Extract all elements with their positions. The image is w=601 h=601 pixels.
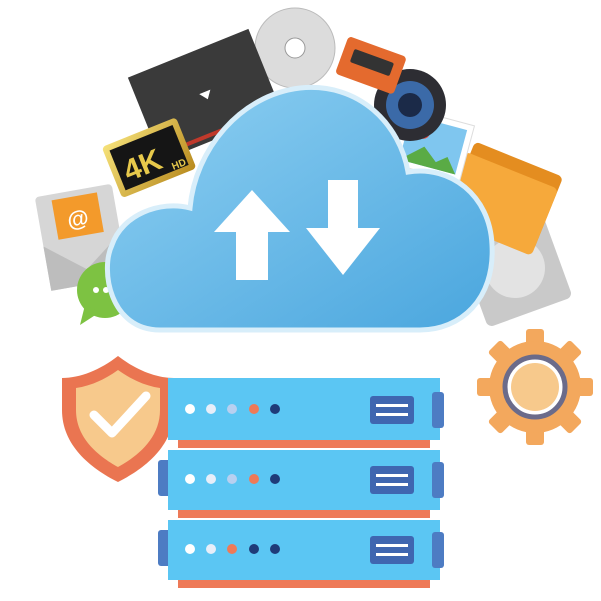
security-shield-icon <box>62 356 174 482</box>
cloud <box>104 84 495 333</box>
server-unit-3 <box>158 520 444 588</box>
server-unit-2 <box>158 450 444 518</box>
server-unit-1 <box>168 378 444 448</box>
settings-gear-icon <box>477 329 593 445</box>
server-rack <box>158 378 444 588</box>
upload-arrow-icon <box>214 190 290 280</box>
cassette-icon <box>336 37 406 94</box>
4k-hd-badge: 4K HD <box>102 118 196 197</box>
download-arrow-icon <box>306 180 380 275</box>
at-symbol: @ <box>65 204 90 232</box>
hd-label: HD <box>170 157 188 173</box>
